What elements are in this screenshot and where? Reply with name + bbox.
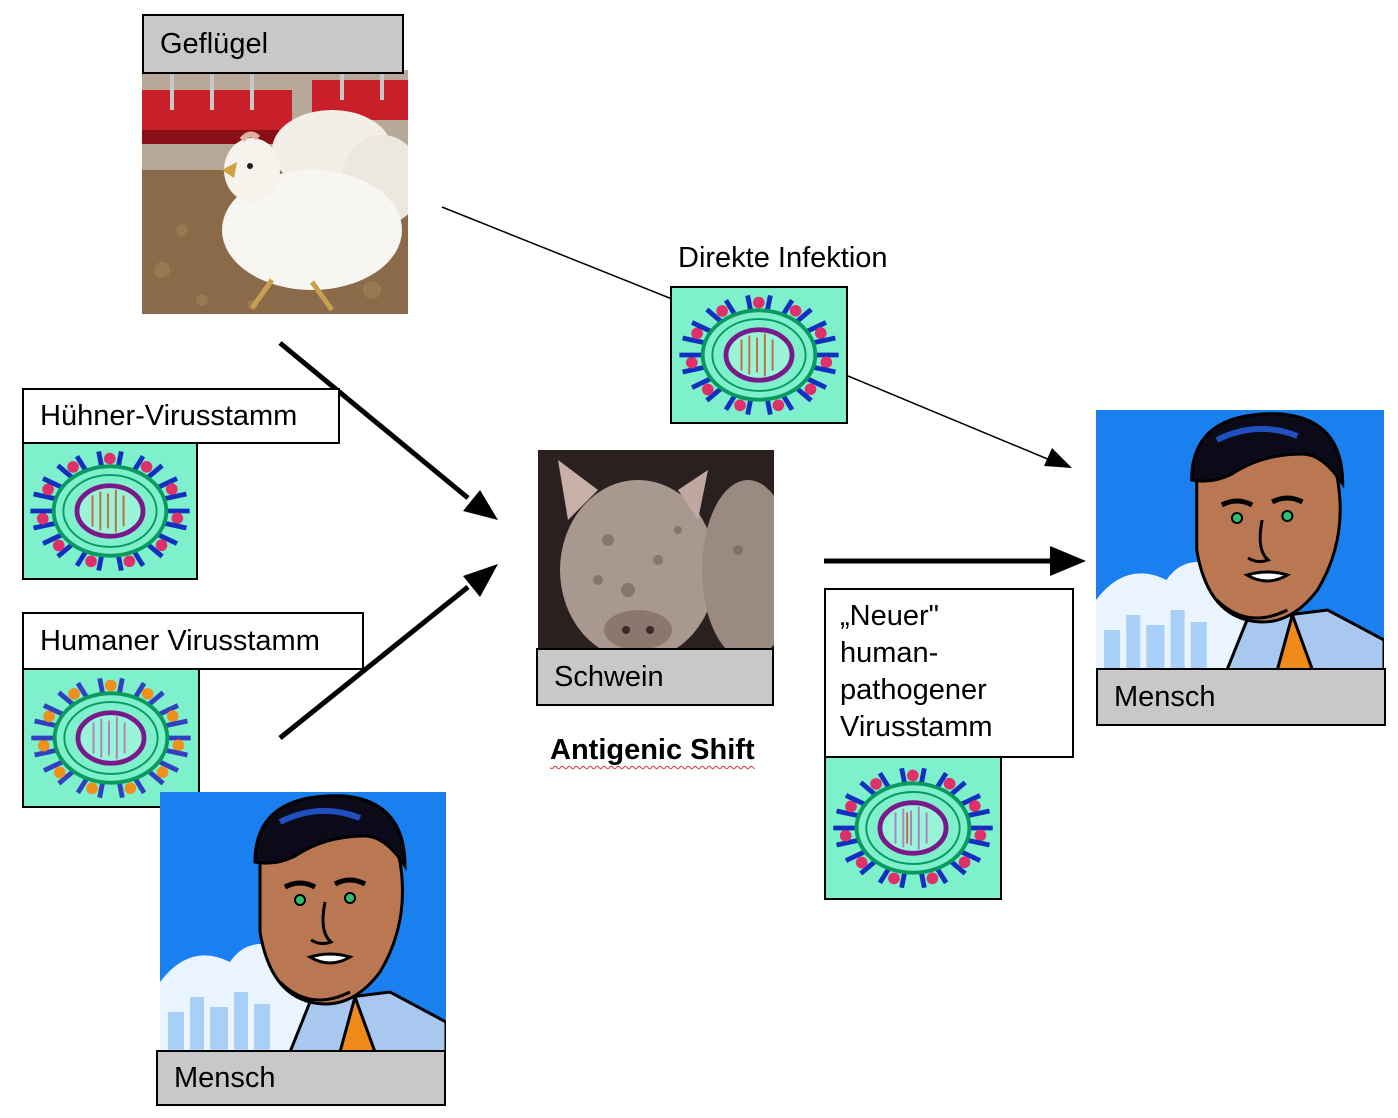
influenza-virus-icon — [824, 756, 1002, 900]
new-strain-line: Virusstamm — [840, 711, 993, 743]
pig-photo — [538, 450, 774, 652]
arrow-human-to-pig — [278, 564, 498, 740]
antigenic-shift-label: Antigenic Shift — [550, 734, 755, 766]
human-right-label: Mensch — [1096, 668, 1386, 726]
influenza-virus-icon — [670, 286, 848, 424]
new-strain-line: human- — [840, 637, 939, 669]
arrow-pig-to-human — [824, 546, 1086, 576]
human-strain-label: Humaner Virusstamm — [22, 612, 364, 670]
human-bottom-label-text: Mensch — [174, 1061, 276, 1094]
human-strain-label-text: Humaner Virusstamm — [40, 624, 320, 657]
man-portrait-clipart — [160, 792, 446, 1052]
new-strain-label: „Neuer" human- pathogener Virusstamm — [824, 588, 1074, 758]
pig-label-text: Schwein — [554, 660, 664, 693]
arrow-poultry-to-pig — [278, 341, 498, 520]
influenza-virus-icon — [22, 668, 200, 808]
human-bottom-label: Mensch — [156, 1050, 446, 1106]
poultry-label-text: Geflügel — [160, 27, 269, 60]
human-right-label-text: Mensch — [1114, 680, 1216, 713]
poultry-label: Geflügel — [142, 14, 404, 74]
man-portrait-clipart — [1096, 410, 1384, 670]
new-strain-line: „Neuer" — [840, 600, 939, 632]
chicken-strain-label-text: Hühner-Virusstamm — [40, 399, 298, 432]
influenza-virus-icon — [22, 442, 198, 580]
direct-infection-label: Direkte Infektion — [678, 242, 888, 274]
arrow-direct-infection — [441, 206, 1072, 468]
chicken-strain-label: Hühner-Virusstamm — [22, 388, 340, 444]
chicken-photo — [142, 70, 408, 314]
pig-label: Schwein — [536, 648, 774, 706]
new-strain-line: pathogener — [840, 674, 987, 706]
